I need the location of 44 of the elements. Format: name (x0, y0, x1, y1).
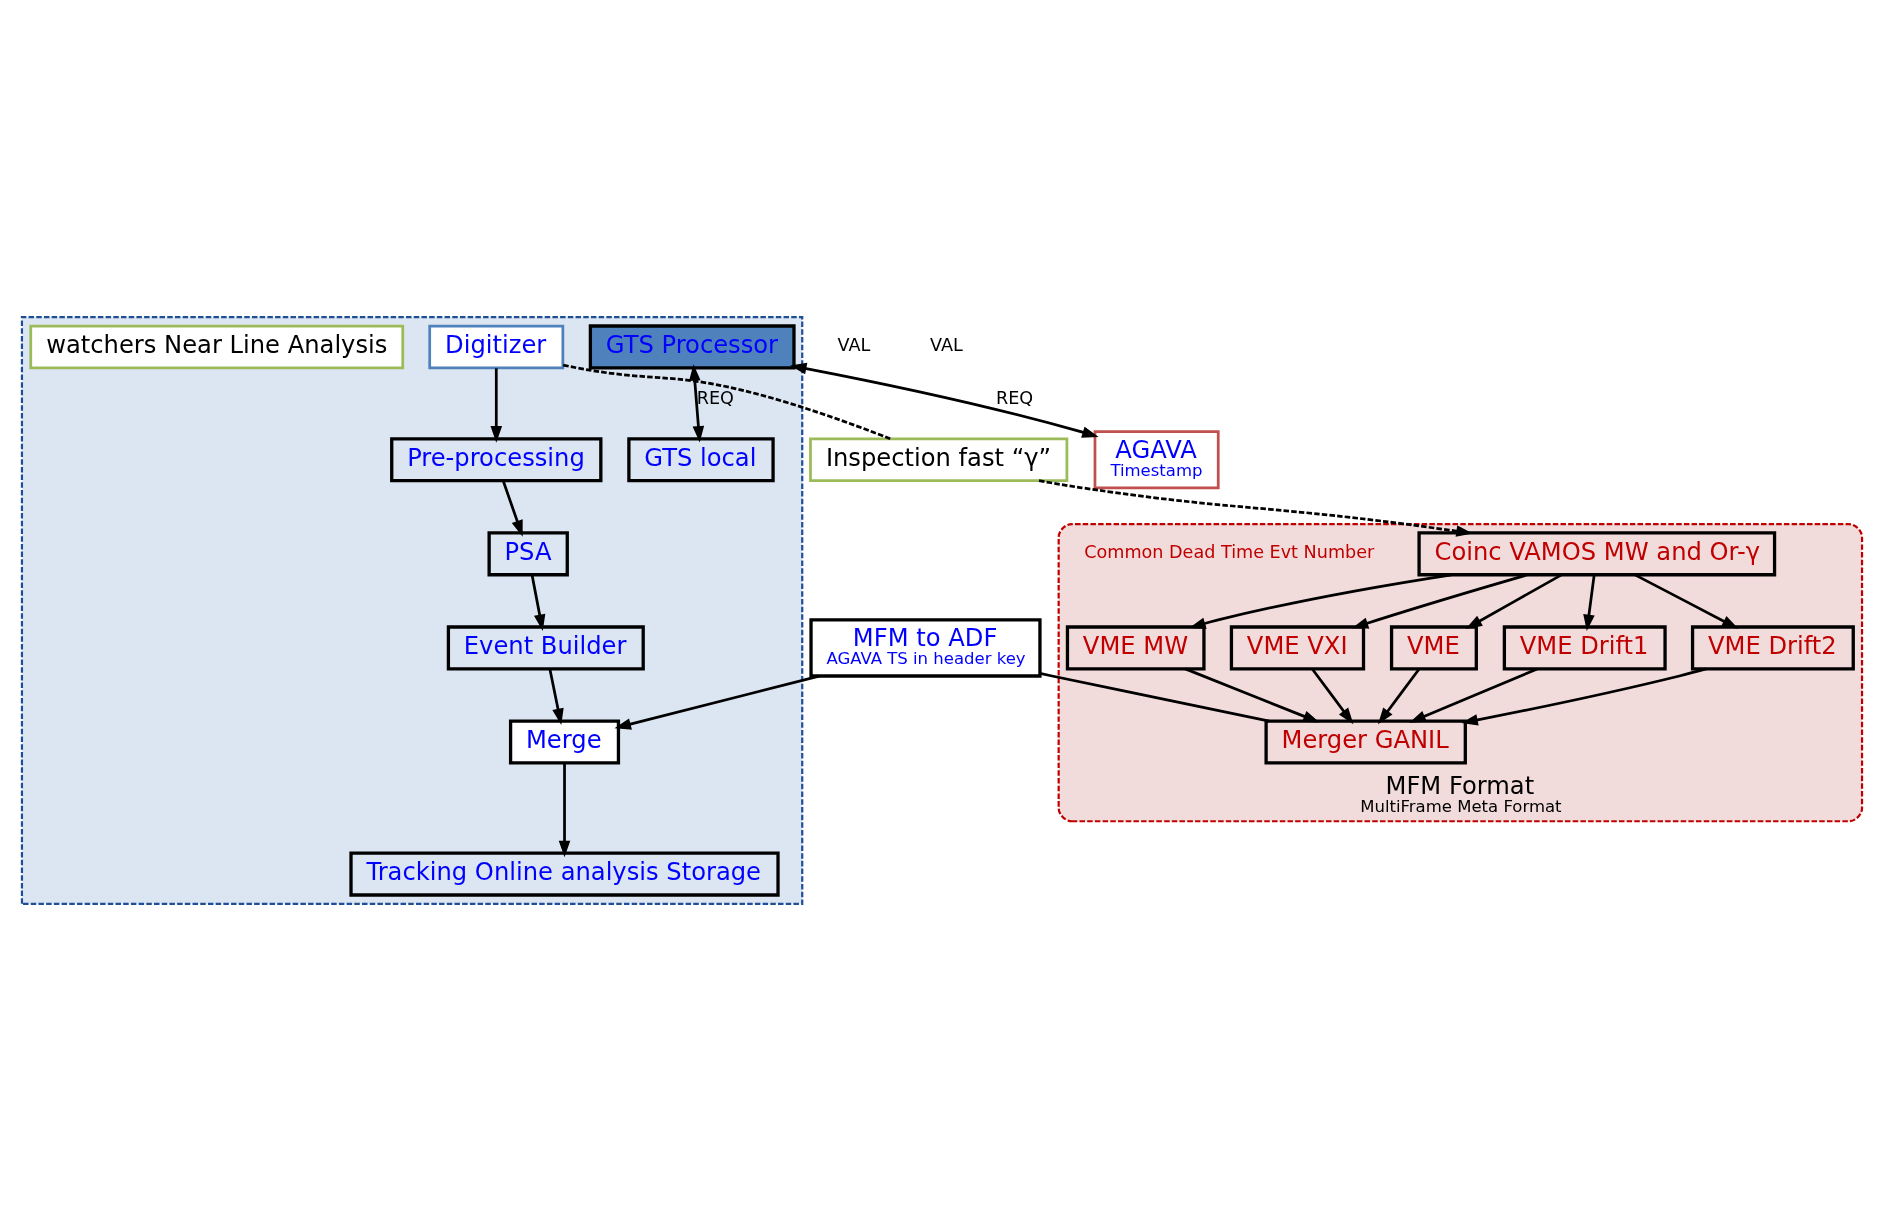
arrow (1634, 573, 1739, 629)
node-box: VME (1389, 624, 1478, 670)
arrow (689, 363, 705, 443)
arrow (558, 762, 571, 857)
label: VAL (930, 334, 963, 355)
arrow (790, 362, 1099, 438)
arrow (1038, 478, 1473, 537)
node-box: Inspection fast “γ” (809, 436, 1069, 482)
arrow (1311, 667, 1354, 724)
node-box: Merger GANIL (1264, 718, 1467, 765)
node-box: watchers Near Line Analysis (29, 324, 405, 369)
node-box: Event Builder (446, 624, 645, 670)
node-box: VME Drift1 (1502, 624, 1667, 670)
node-box: PSA (487, 530, 569, 576)
cluster (20, 315, 804, 905)
node-box: AGAVA Timestamp (1093, 429, 1220, 489)
arrow (548, 668, 564, 725)
node-label: Common Dead Time Evt Number (1084, 541, 1375, 562)
node-box: GTS local (627, 436, 775, 482)
connector (562, 363, 891, 440)
arrow (1465, 573, 1563, 629)
node-box: VME Drift2 (1690, 624, 1855, 670)
arrow (614, 674, 820, 730)
arrow (1583, 574, 1596, 631)
node-box: VME MW (1065, 624, 1206, 670)
node-box: Pre-processing (390, 436, 603, 482)
node-box: VME VXI (1229, 624, 1366, 670)
node-box: GTS Processor (588, 323, 796, 369)
edge-label: REQ (996, 387, 1034, 408)
arrow (1378, 667, 1421, 724)
arrow (530, 574, 546, 631)
node-box: Merge (508, 718, 621, 765)
arrow (1461, 667, 1707, 726)
arrow (1184, 667, 1320, 722)
arrow (1409, 667, 1538, 723)
arrow (501, 479, 523, 537)
node-box: Tracking Online analysis Storage (349, 851, 780, 897)
node-box: MFM to ADF AGAVA TS in header key (809, 617, 1042, 678)
connector (1039, 671, 1270, 722)
arrow (490, 367, 503, 443)
node-box: Digitizer (428, 324, 565, 369)
label: VAL (837, 334, 871, 355)
edge-label: REQ (696, 387, 734, 408)
node-box: Coinc VAMOS MW and Or-γ (1417, 530, 1777, 576)
